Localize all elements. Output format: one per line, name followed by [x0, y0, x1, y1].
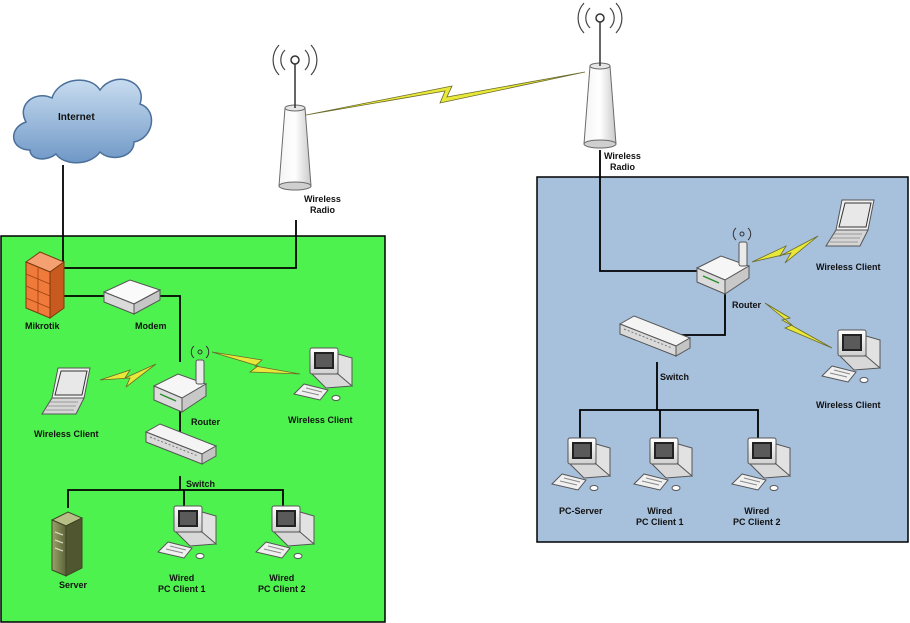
modem-icon — [102, 279, 162, 315]
router-right-label: Router — [732, 300, 761, 310]
wireless-client-right-laptop-label: Wireless Client — [816, 262, 881, 272]
wireless-client-left-laptop-label: Wireless Client — [34, 429, 99, 439]
switch-left-label: Switch — [186, 479, 216, 489]
mikrotik-label: Mikrotik — [25, 321, 60, 331]
antenna-tower-icon — [577, 2, 623, 149]
router-antenna-signal — [190, 227, 752, 359]
router-left-label: Router — [191, 417, 220, 427]
cloud-icon — [13, 78, 153, 164]
lightning-link-icon — [99, 71, 833, 388]
modem-label: Modem — [135, 321, 167, 331]
wireless-client-right-pc-label: Wireless Client — [816, 400, 881, 410]
left-cabling — [60, 165, 297, 508]
firewall-icon — [24, 251, 66, 319]
server-tower-icon — [50, 511, 84, 577]
wireless-client-left-pc-label: Wireless Client — [288, 415, 353, 425]
server-label: Server — [59, 580, 88, 590]
internet-label: Internet — [58, 112, 95, 123]
pc-server-label: PC-Server — [559, 506, 603, 516]
switch-right-label: Switch — [660, 372, 690, 382]
antenna-tower-icon — [272, 44, 318, 191]
